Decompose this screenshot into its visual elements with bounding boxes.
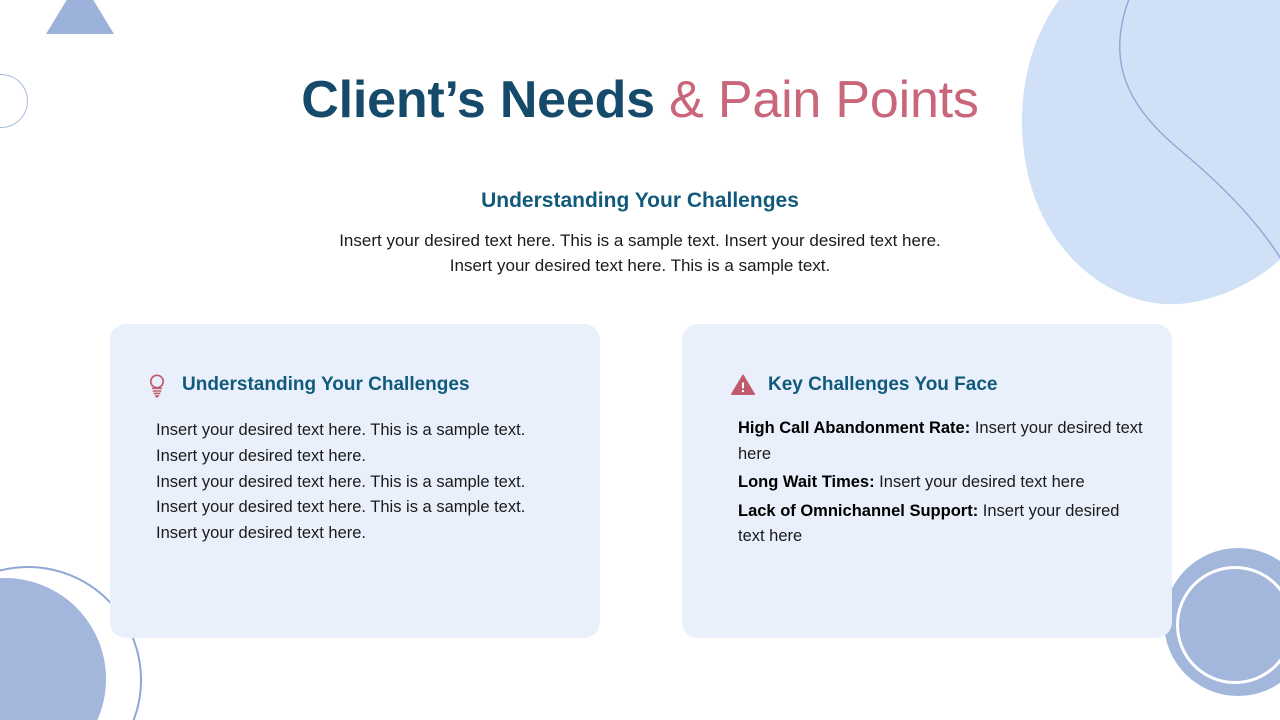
card-left-paragraph-2: Insert your desired text here. This is a… — [156, 472, 526, 543]
triangle-top-left-decoration — [46, 0, 114, 34]
subheading-block: Understanding Your Challenges Insert you… — [0, 186, 1280, 278]
slide-subtitle: Understanding Your Challenges — [481, 189, 799, 212]
card-key-challenges-you-face[interactable]: Key Challenges You Face High Call Abando… — [682, 324, 1172, 638]
ring-bottom-right-decoration — [1176, 566, 1280, 684]
challenge-item-label: Long Wait Times: — [738, 473, 875, 492]
warning-triangle-icon — [731, 374, 755, 395]
challenge-item: Lack of Omnichannel Support: Insert your… — [738, 499, 1144, 550]
circle-bottom-right-decoration — [1164, 548, 1280, 696]
card-understanding-your-challenges[interactable]: Understanding Your Challenges Insert you… — [110, 324, 600, 638]
challenge-item: Long Wait Times: Insert your desired tex… — [738, 470, 1144, 496]
card-right-header: Key Challenges You Face — [730, 372, 1144, 398]
card-left-body: Insert your desired text here. This is a… — [144, 418, 566, 547]
challenge-item: High Call Abandonment Rate: Insert your … — [738, 416, 1144, 467]
challenge-item-text: Insert your desired text here — [738, 501, 1120, 546]
page-title-primary: Client’s Needs — [301, 71, 670, 129]
lightbulb-icon — [149, 374, 165, 398]
card-left-paragraph-1: Insert your desired text here. This is a… — [156, 421, 526, 465]
challenge-item-text: Insert your desired text here — [738, 419, 1143, 463]
slide-intro-line-1: Insert your desired text here. This is a… — [339, 231, 941, 250]
slide-intro-text: Insert your desired text here. This is a… — [0, 228, 1280, 278]
page-title-secondary: & Pain Points — [669, 71, 979, 129]
circle-bottom-left-decoration — [0, 578, 106, 720]
slide-intro-line-2: Insert your desired text here. This is a… — [449, 256, 831, 275]
page-title: Client’s Needs & Pain Points — [0, 68, 1280, 132]
cards-row: Understanding Your Challenges Insert you… — [110, 324, 1172, 638]
challenge-item-text: Insert your desired text here — [874, 473, 1085, 492]
challenge-item-label: High Call Abandonment Rate: — [738, 419, 971, 437]
blob-top-right-decoration — [986, 0, 1280, 331]
card-left-header: Understanding Your Challenges — [144, 372, 566, 398]
challenge-item-label: Lack of Omnichannel Support: — [738, 501, 979, 520]
card-left-title: Understanding Your Challenges — [182, 374, 470, 395]
card-right-title: Key Challenges You Face — [768, 374, 998, 395]
card-right-body: High Call Abandonment Rate: Insert your … — [730, 416, 1144, 550]
